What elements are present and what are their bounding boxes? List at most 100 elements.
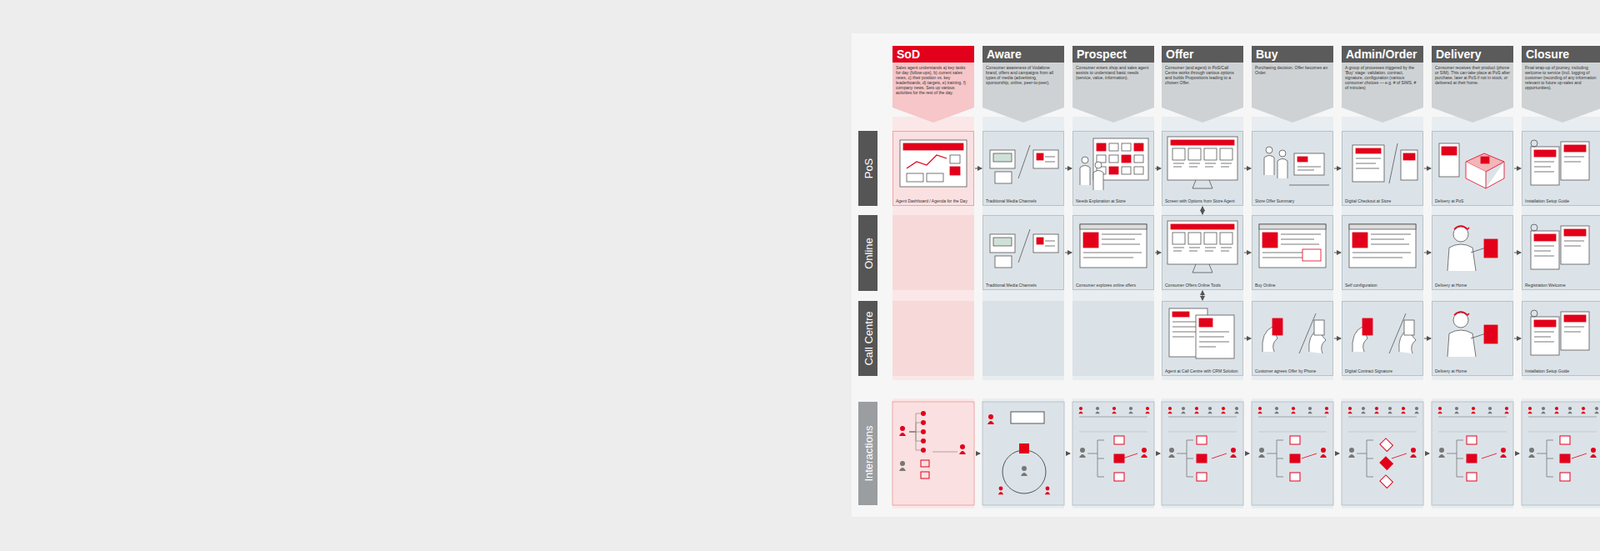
column-band bbox=[1251, 116, 1334, 380]
stage-description: A group of processes triggered by the 'B… bbox=[1341, 62, 1424, 93]
person-icon bbox=[1320, 454, 1327, 458]
touchpoint-sketch bbox=[1522, 301, 1600, 362]
line-shape bbox=[1528, 431, 1597, 433]
interaction-box bbox=[1072, 401, 1155, 505]
branch-bracket bbox=[1356, 440, 1374, 477]
column-band bbox=[892, 398, 975, 509]
touchpoint-box bbox=[1196, 472, 1207, 481]
person-icon bbox=[1079, 454, 1086, 458]
person-icon bbox=[1541, 406, 1545, 410]
stage-description: Final wrap-up of journey, including welc… bbox=[1521, 62, 1600, 93]
stage-description: Consumer (and agent) in PoS/Call Centre … bbox=[1161, 62, 1244, 88]
touchpoint-sketch bbox=[1162, 131, 1243, 192]
touchpoint-dot bbox=[920, 438, 926, 444]
column-band bbox=[1521, 116, 1600, 380]
touchpoint-box bbox=[1114, 472, 1125, 481]
person-icon bbox=[1045, 491, 1050, 495]
touchpoint-sketch bbox=[1162, 301, 1243, 362]
touchpoint-sketch bbox=[1342, 215, 1423, 276]
touchpoint-box bbox=[1380, 456, 1394, 470]
person-icon bbox=[1500, 454, 1507, 458]
cell-caption: Agent at Call Centre with CRM Solution bbox=[1165, 368, 1240, 374]
column-band bbox=[1251, 398, 1334, 509]
person-icon bbox=[1140, 454, 1148, 458]
column-band bbox=[982, 116, 1065, 380]
person-icon bbox=[1347, 411, 1353, 415]
person-icon bbox=[1438, 454, 1445, 458]
person-icon bbox=[1021, 465, 1027, 471]
person-icon bbox=[1324, 411, 1330, 415]
stage-header: OfferConsumer (and agent) in PoS/Call Ce… bbox=[1161, 45, 1244, 123]
cell-caption: Registration Welcome bbox=[1525, 282, 1600, 288]
person-icon bbox=[1400, 411, 1406, 415]
touchpoint-cell: Customer agrees Offer by Phone bbox=[1251, 300, 1334, 376]
flow-arrow bbox=[1065, 252, 1072, 254]
stage-title: Offer bbox=[1161, 45, 1244, 63]
touchpoint-cell: Consumer explores online offers bbox=[1072, 215, 1155, 290]
touchpoint-box bbox=[1380, 475, 1394, 489]
touchpoint-cell: Digital Checkout at Store bbox=[1341, 130, 1424, 206]
column-band bbox=[1072, 116, 1155, 380]
flow-arrow bbox=[1244, 252, 1251, 254]
touchpoint-box bbox=[1290, 435, 1300, 445]
touchpoint-cell: Agent Dashboard / Agenda for the Day bbox=[892, 130, 975, 206]
person-icon bbox=[899, 432, 906, 436]
person-icon bbox=[1194, 411, 1200, 415]
flow-arrow bbox=[1065, 168, 1072, 170]
touchpoint-box bbox=[920, 460, 930, 467]
person-icon bbox=[988, 414, 994, 420]
column-band bbox=[1341, 116, 1424, 380]
column-band bbox=[892, 116, 975, 380]
person-icon bbox=[959, 450, 966, 455]
touchpoint-cell: Store Offer Summary bbox=[1251, 130, 1334, 206]
cell-caption: Delivery at Home bbox=[1435, 282, 1510, 288]
column-band bbox=[1431, 116, 1514, 380]
touchpoint-sketch bbox=[1252, 301, 1333, 362]
person-icon bbox=[1540, 411, 1546, 415]
person-icon bbox=[1594, 411, 1600, 415]
person-icon bbox=[1387, 411, 1393, 415]
line-shape bbox=[1258, 431, 1327, 433]
stage-title: SoD bbox=[892, 45, 975, 63]
stage-header: ClosureFinal wrap-up of journey, includi… bbox=[1521, 45, 1600, 123]
cell-caption: Installation Setup Guide bbox=[1525, 368, 1600, 374]
person-icon bbox=[1234, 411, 1240, 415]
header-chevron bbox=[1341, 45, 1424, 123]
touchpoint-box bbox=[1466, 454, 1477, 463]
touchpoint-sketch bbox=[1522, 215, 1600, 276]
stage-title: Delivery bbox=[1431, 45, 1514, 63]
stage-description: Consumer enters shop and sales agent ass… bbox=[1072, 62, 1155, 83]
person-icon bbox=[1348, 454, 1355, 458]
flow-arrow bbox=[1244, 168, 1251, 170]
line-shape bbox=[1348, 431, 1417, 433]
person-icon bbox=[1374, 411, 1380, 415]
column-band bbox=[1431, 398, 1514, 509]
person-icon bbox=[1230, 447, 1236, 453]
person-icon bbox=[1257, 411, 1263, 415]
flow-arrow bbox=[1514, 168, 1521, 170]
person-icon bbox=[1181, 406, 1185, 410]
flow-arrow bbox=[1424, 252, 1431, 254]
line-shape bbox=[909, 413, 921, 432]
cell-caption: Store Offer Summary bbox=[1255, 198, 1330, 204]
touchpoint-sketch bbox=[1432, 301, 1513, 362]
line-shape bbox=[1438, 416, 1507, 418]
touchpoint-sketch bbox=[1073, 215, 1154, 276]
cell-caption: Installation Setup Guide bbox=[1525, 198, 1600, 204]
touchpoint-cell: Self configuration bbox=[1341, 215, 1424, 290]
person-icon bbox=[1325, 406, 1329, 410]
person-icon bbox=[1320, 447, 1326, 453]
person-icon bbox=[1230, 454, 1237, 458]
person-icon bbox=[900, 460, 905, 466]
branch-bracket bbox=[1176, 440, 1194, 477]
column-band bbox=[1521, 398, 1600, 509]
touchpoint-sketch bbox=[983, 215, 1064, 276]
branch-bracket bbox=[1536, 440, 1554, 477]
touchpoint-sketch bbox=[1252, 215, 1333, 276]
flow-arrow bbox=[1514, 338, 1521, 340]
touchpoint-cell: Delivery at PoS bbox=[1431, 130, 1514, 206]
person-icon bbox=[1349, 447, 1355, 453]
touchpoint-dot bbox=[920, 447, 926, 453]
touchpoint-box bbox=[1560, 435, 1570, 445]
person-icon bbox=[1527, 411, 1533, 415]
